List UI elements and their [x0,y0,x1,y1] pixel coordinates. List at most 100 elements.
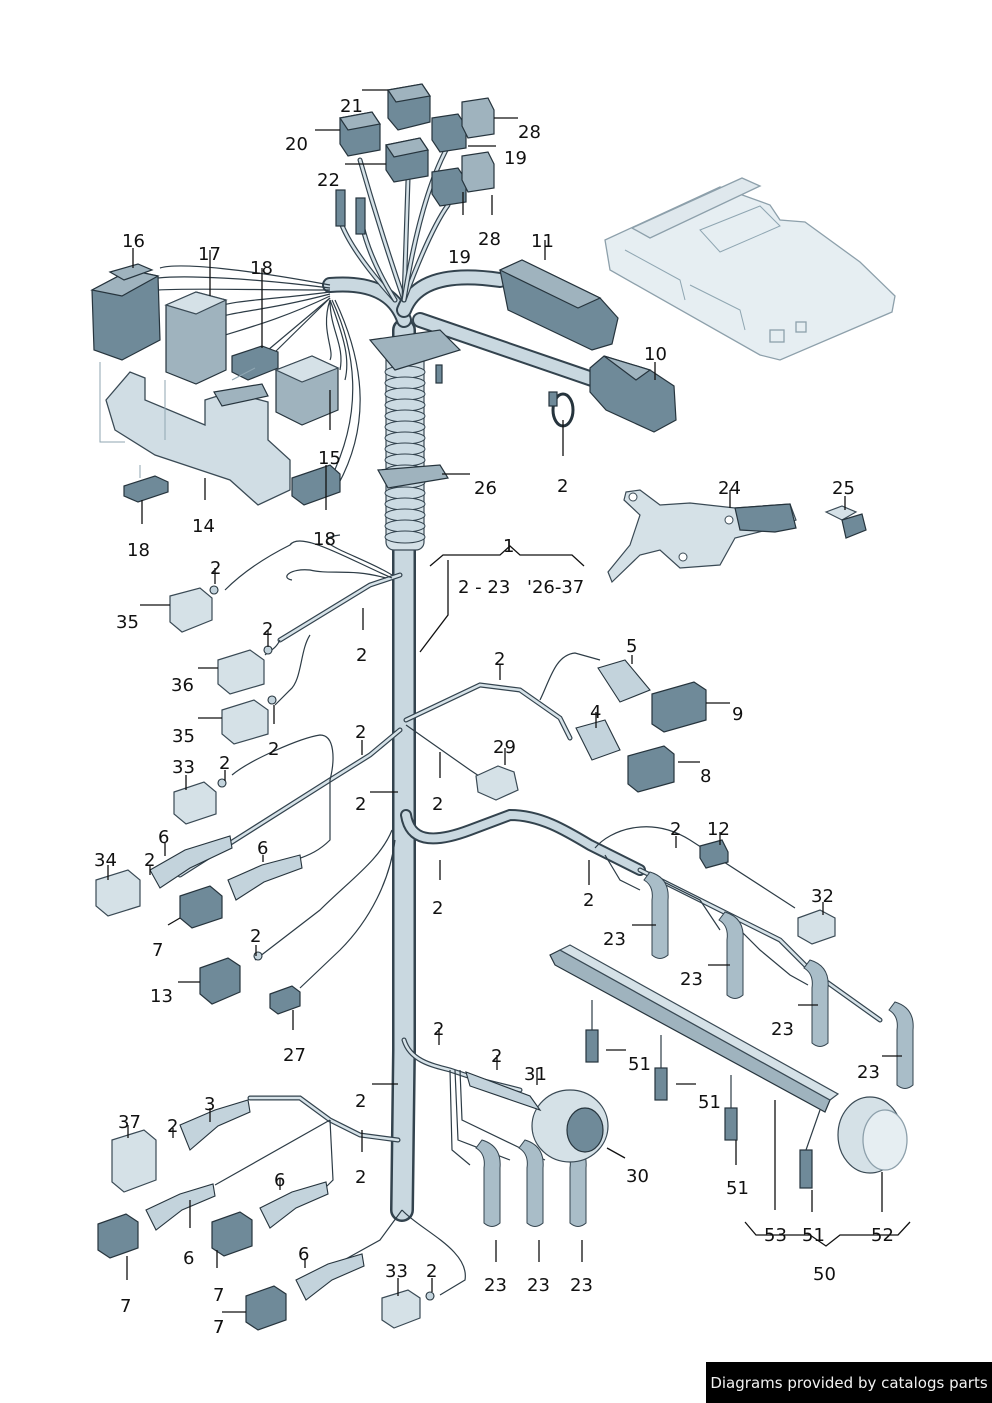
callout-51: 51 [698,1092,721,1113]
callout-26: 26 [474,478,497,499]
callout-2: 2 [557,476,568,497]
callout-7: 7 [120,1296,131,1317]
callout-labels: 21 20 28 19 22 28 11 19 16 17 18 10 15 2… [94,96,894,1338]
callout-1-range-a: 2 - 23 [458,577,510,598]
callout-22: 22 [317,170,340,191]
callout-6: 6 [158,827,169,848]
callout-19: 19 [504,148,527,169]
callout-27: 27 [283,1045,306,1066]
conduit-ring [384,453,426,467]
callout-2: 2 [491,1046,502,1067]
callout-17: 17 [198,244,221,265]
left-branch-lower [214,1095,466,1296]
callout-8: 8 [700,766,711,787]
callout-2: 2 [583,890,594,911]
callout-33: 33 [172,757,195,778]
conduit-ring [384,519,426,533]
callout-2: 2 [356,645,367,666]
callout-2: 2 [494,649,505,670]
callout-51: 51 [726,1178,749,1199]
callout-23: 23 [857,1062,880,1083]
callout-34: 34 [94,850,117,871]
sensor-connector-35-lower [221,695,277,745]
callout-2: 2 [355,1167,366,1188]
relay-square [274,355,340,426]
sensor-connector-36 [217,645,273,695]
spark-plug-cap [643,871,669,959]
spark-plug-cap [518,1139,544,1227]
callout-28: 28 [518,122,541,143]
catalog-credit-banner: Diagrams provided by catalogs parts [706,1362,992,1403]
callout-1-range-b: '26-37 [527,577,584,598]
engine-control-unit [604,177,896,361]
callout-30: 30 [626,1166,649,1187]
callout-6: 6 [183,1248,194,1269]
callout-23: 23 [771,1019,794,1040]
sensor-29 [475,765,519,801]
conduit-ring [384,486,426,500]
relay-ghost-lines [99,362,256,478]
connector-19-lower [431,167,467,207]
callout-2: 2 [670,819,681,840]
callout-51: 51 [802,1225,825,1246]
callout-6: 6 [274,1170,285,1191]
callout-2: 2 [268,739,279,760]
sensor-connector-35-upper [169,585,219,633]
clip-25 [824,505,867,539]
relay-12 [699,839,729,869]
callout-19: 19 [448,247,471,268]
callout-2: 2 [432,898,443,919]
callout-7: 7 [213,1317,224,1338]
callout-51: 51 [628,1054,651,1075]
callout-4: 4 [590,702,601,723]
connector-21 [386,83,432,131]
callout-2: 2 [262,619,273,640]
callout-18: 18 [313,529,336,550]
callout-2: 2 [433,1019,444,1040]
conduit-ring [384,497,426,511]
corrugated-conduit [368,329,462,551]
relay-carrier-14 [105,371,291,506]
callout-15: 15 [318,448,341,469]
callout-28: 28 [478,229,501,250]
callout-2: 2 [167,1116,178,1137]
leader-lines [107,89,911,1313]
relay-15 [291,464,341,506]
callout-7: 7 [213,1317,224,1338]
callout-50: 50 [813,1264,836,1285]
connector-52 [837,1096,908,1174]
callout-6: 6 [298,1244,309,1265]
callout-18: 18 [127,540,150,561]
callout-18: 18 [250,258,273,279]
sensor-connector-33-upper [173,778,227,825]
sensor-32 [797,909,836,945]
callout-2: 2 [432,794,443,815]
callout-23: 23 [603,929,626,950]
spark-plug-cap [475,1139,501,1227]
callout-2: 2 [219,753,230,774]
callout-11: 11 [531,231,554,252]
callout-3: 3 [204,1094,215,1115]
credit-text: Diagrams provided by catalogs parts [710,1373,988,1392]
callout-2: 2 [355,1091,366,1112]
connector-7-lower-c [245,1253,365,1331]
relay-wires [157,265,361,486]
callout-53: 53 [764,1225,787,1246]
callout-35: 35 [172,726,195,747]
spark-plug-cap [718,911,744,999]
connector-8 [575,719,675,793]
conduit-ring [384,387,426,401]
left-branch-upper [224,534,403,706]
left-branch-middle [177,727,403,989]
callout-2: 2 [355,722,366,743]
sensor-connector-34 [95,835,233,917]
callout-6: 6 [257,838,268,859]
callout-25: 25 [832,478,855,499]
callout-37: 37 [118,1112,141,1133]
callout-32: 32 [811,886,834,907]
connector-10 [589,355,677,433]
callout-16: 16 [122,231,145,252]
callout-20: 20 [285,134,308,155]
callout-23: 23 [484,1275,507,1296]
conduit-ring [384,530,426,544]
